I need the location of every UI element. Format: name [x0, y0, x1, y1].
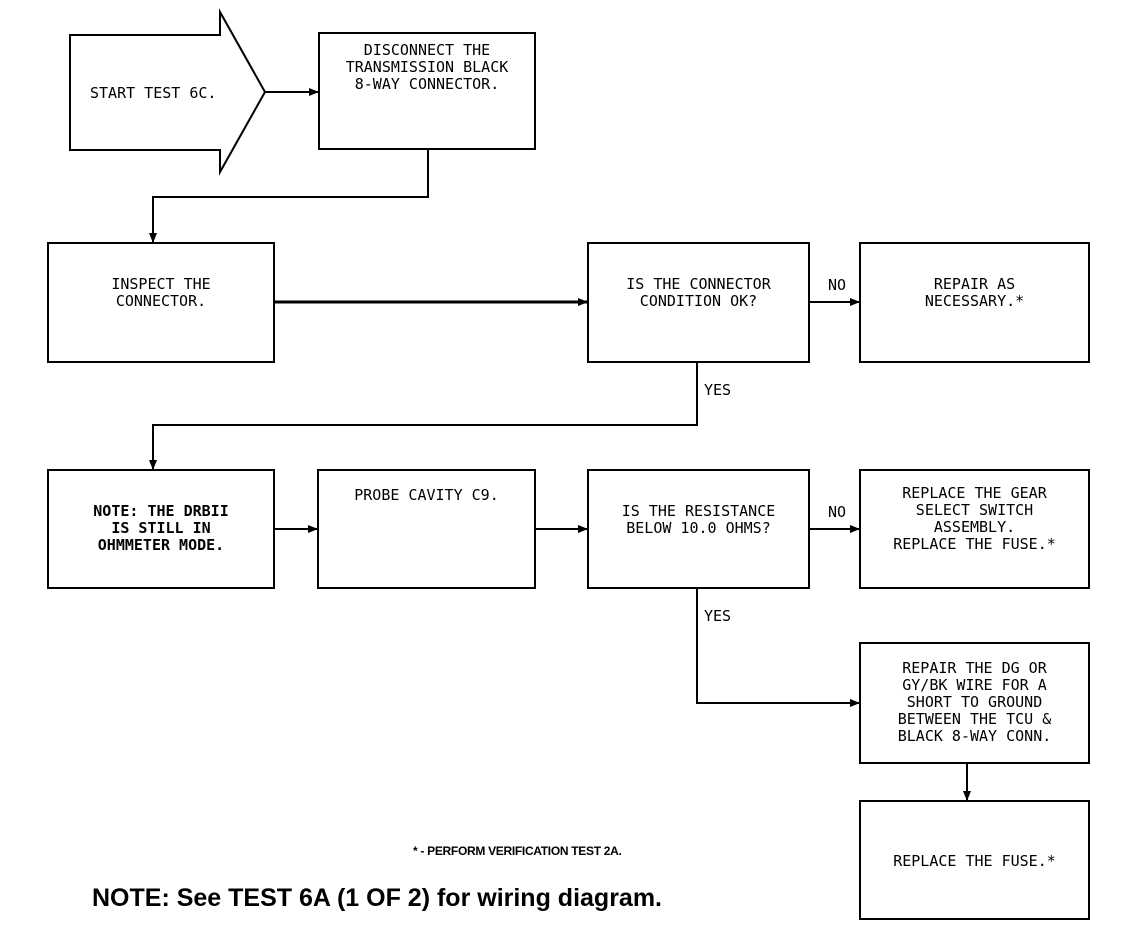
- note-drbii-box: NOTE: THE DRBII IS STILL IN OHMMETER MOD…: [47, 469, 275, 589]
- disconnect-connector-box: DISCONNECT THE TRANSMISSION BLACK 8-WAY …: [318, 32, 536, 150]
- yes-label-2: YES: [704, 607, 732, 625]
- replace-fuse-box: REPLACE THE FUSE.*: [859, 800, 1090, 920]
- probe-cavity-box: PROBE CAVITY C9.: [317, 469, 536, 589]
- no-label-2: NO: [828, 503, 847, 521]
- verification-footnote: * - PERFORM VERIFICATION TEST 2A.: [413, 844, 622, 858]
- replace-gear-switch-box: REPLACE THE GEAR SELECT SWITCH ASSEMBLY.…: [859, 469, 1090, 589]
- repair-wire-box: REPAIR THE DG OR GY/BK WIRE FOR A SHORT …: [859, 642, 1090, 764]
- start-arrow-shape: [69, 8, 267, 176]
- repair-as-necessary-box: REPAIR AS NECESSARY.*: [859, 242, 1090, 363]
- edge-resistance-repairwire: [696, 589, 860, 707]
- edge-connector-note: [149, 363, 698, 470]
- wiring-diagram-note: NOTE: See TEST 6A (1 OF 2) for wiring di…: [92, 884, 662, 912]
- edge-disconnect-inspect: [149, 150, 429, 243]
- connector-condition-decision: IS THE CONNECTOR CONDITION OK?: [587, 242, 810, 363]
- no-label-1: NO: [828, 276, 847, 294]
- inspect-connector-box: INSPECT THE CONNECTOR.: [47, 242, 275, 363]
- resistance-decision: IS THE RESISTANCE BELOW 10.0 OHMS?: [587, 469, 810, 589]
- yes-label-1: YES: [704, 381, 732, 399]
- start-label: START TEST 6C.: [90, 84, 217, 102]
